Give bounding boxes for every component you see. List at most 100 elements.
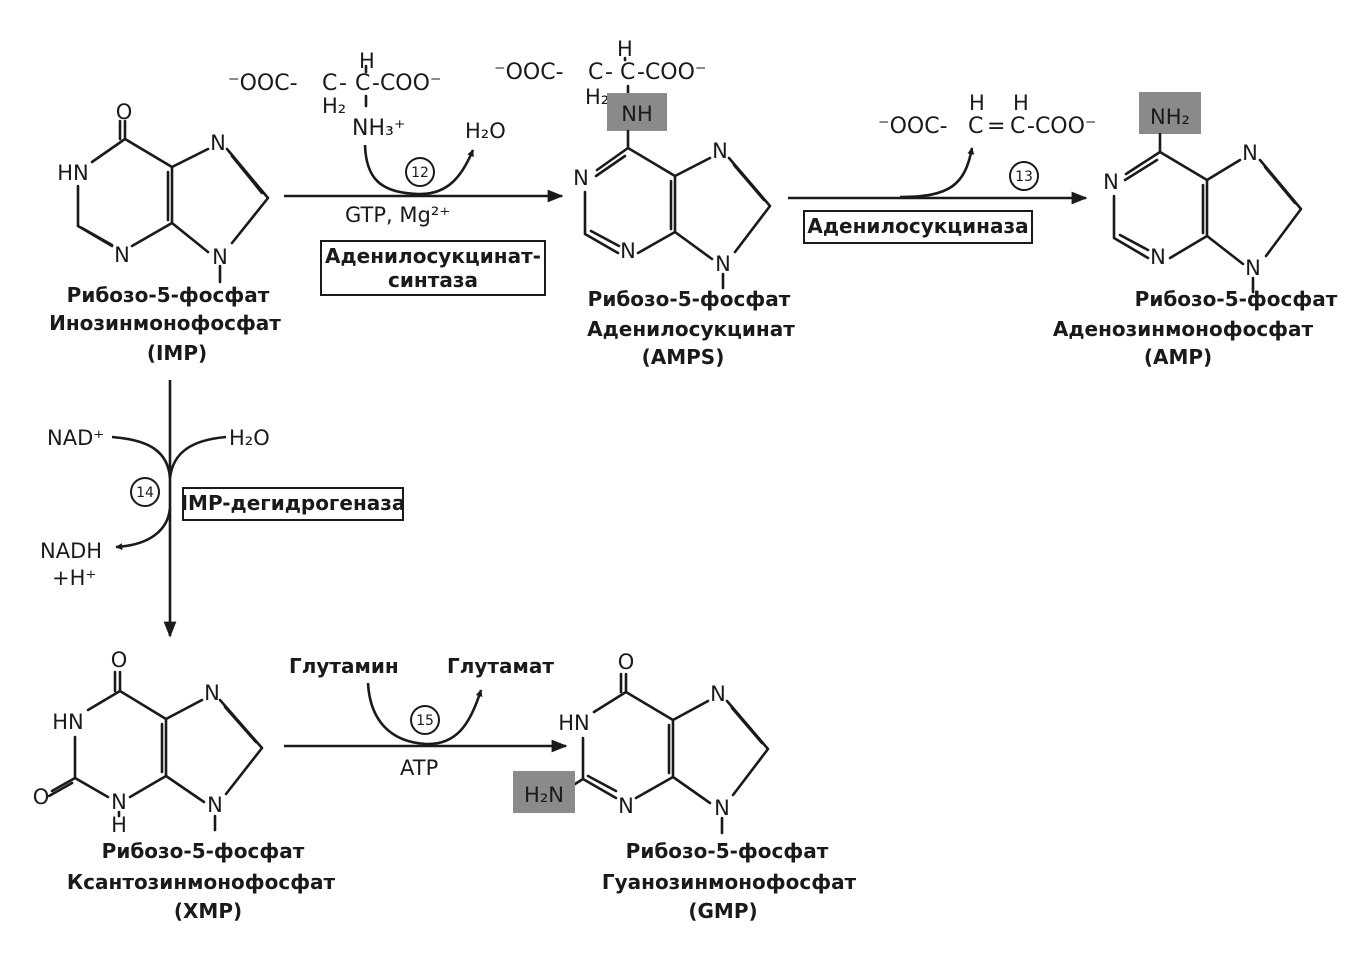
double-bond: = bbox=[987, 114, 1005, 139]
xmp-structure: O HN O N H N N bbox=[33, 648, 264, 837]
r14-step-circle bbox=[130, 477, 160, 507]
atom-n: N bbox=[210, 131, 226, 155]
r12-reactant: NH₃⁺ bbox=[352, 116, 405, 141]
atom-n: N bbox=[712, 139, 728, 163]
coo-group: -COO⁻ bbox=[1027, 114, 1097, 139]
gmp-ribose-label: Рибозо-5-фосфат bbox=[626, 839, 829, 863]
amps-name: Аденилосукцинат bbox=[587, 317, 795, 341]
amp-abbr: (AMP) bbox=[1144, 345, 1212, 369]
xmp-name: Ксантозинмонофосфат bbox=[67, 870, 336, 894]
atom-h: H bbox=[111, 813, 127, 837]
atom-n: N bbox=[1245, 256, 1261, 280]
aspartate-formula: ⁻OOC- C - C -COO⁻ H H₂ NH₃⁺ bbox=[228, 49, 442, 141]
amps-structure: ⁻OOC- C - C -COO⁻ H H₂ NH N N N N bbox=[494, 37, 772, 290]
r15-product: Глутамат bbox=[447, 654, 554, 678]
atom-n: N bbox=[618, 794, 634, 818]
atom-hn: HN bbox=[558, 711, 590, 735]
r14-product1: NADH bbox=[40, 539, 102, 563]
r13-step-number: 13 bbox=[1015, 169, 1033, 185]
atom-n: N bbox=[212, 245, 228, 269]
r13-enzyme: Аденилосукциназа bbox=[807, 214, 1028, 238]
atom-o: O bbox=[33, 785, 50, 809]
r12-enzyme-line2: синтаза bbox=[388, 268, 478, 292]
atom-n: N bbox=[714, 796, 730, 820]
atom-n: N bbox=[204, 681, 220, 705]
coo-group: -COO⁻ bbox=[372, 71, 442, 96]
r14-step-number: 14 bbox=[136, 485, 154, 501]
bond-dash: - bbox=[339, 71, 347, 96]
atom-o: O bbox=[618, 650, 635, 674]
atom-n: N bbox=[1103, 170, 1119, 194]
r13-step-circle bbox=[1009, 161, 1039, 191]
gmp-name: Гуанозинмонофосфат bbox=[602, 870, 857, 894]
r14-product2: +H⁺ bbox=[52, 566, 96, 590]
nh2-highlight bbox=[1139, 92, 1201, 134]
imp-name: Инозинмонофосфат bbox=[49, 311, 281, 335]
gmp-abbr: (GMP) bbox=[688, 899, 757, 923]
r15-step-circle bbox=[410, 705, 440, 735]
carbon: C bbox=[355, 71, 370, 96]
atom-h: H bbox=[617, 37, 633, 61]
r14-enzyme: IMP-дегидрогеназа bbox=[181, 491, 406, 515]
atom-h: H bbox=[969, 91, 985, 115]
amp-ribose-label: Рибозо-5-фосфат bbox=[1135, 287, 1338, 311]
imp-ribose-label: Рибозо-5-фосфат bbox=[67, 283, 270, 307]
amp-structure: NH₂ N N N N bbox=[1103, 92, 1303, 294]
atom-hn: HN bbox=[57, 161, 89, 185]
carbon: C bbox=[968, 114, 983, 139]
ooc-group: ⁻OOC- bbox=[878, 114, 948, 139]
atom-n: N bbox=[573, 166, 589, 190]
imp-structure: O HN N N N bbox=[57, 100, 270, 284]
atom-h2: H₂ bbox=[585, 85, 609, 109]
atom-n: N bbox=[1150, 245, 1166, 269]
h2n-highlight bbox=[513, 771, 575, 813]
carbon: C bbox=[322, 71, 337, 96]
atom-o: O bbox=[111, 648, 128, 672]
bond-dash: - bbox=[605, 60, 613, 85]
atom-nh2: NH₂ bbox=[1150, 105, 1190, 129]
nh-highlight bbox=[607, 93, 667, 131]
atom-h: H bbox=[359, 49, 375, 73]
amps-ribose-label: Рибозо-5-фосфат bbox=[588, 287, 791, 311]
r12-enzyme-box bbox=[320, 240, 546, 296]
r15-reactant: Глутамин bbox=[289, 654, 399, 678]
atom-n: N bbox=[111, 790, 127, 814]
atom-hn: HN bbox=[52, 710, 84, 734]
r12-cofactors: GTP, Mg²⁺ bbox=[345, 203, 450, 227]
amps-abbr: (AMPS) bbox=[642, 345, 725, 369]
gmp-structure: H₂N O HN N N N bbox=[513, 650, 770, 835]
xmp-ribose-label: Рибозо-5-фосфат bbox=[102, 839, 305, 863]
r14-reactant2: H₂O bbox=[229, 426, 270, 450]
ooc-group: ⁻OOC- bbox=[228, 71, 298, 96]
atom-o: O bbox=[116, 100, 133, 124]
carbon: C bbox=[620, 60, 635, 85]
r12-step-circle bbox=[405, 157, 435, 187]
atom-nh: NH bbox=[621, 102, 653, 126]
r14-reactant: NAD⁺ bbox=[47, 426, 104, 450]
r13-enzyme-box bbox=[803, 210, 1033, 244]
atom-h2: H₂ bbox=[322, 94, 346, 118]
atom-n: N bbox=[114, 243, 130, 267]
ooc-group: ⁻OOC- bbox=[494, 60, 564, 85]
atom-n: N bbox=[710, 682, 726, 706]
r12-product: H₂O bbox=[465, 119, 506, 143]
atom-n: N bbox=[620, 239, 636, 263]
r12-enzyme-line1: Аденилосукцинат- bbox=[325, 244, 541, 268]
r15-cofactor: ATP bbox=[400, 756, 438, 780]
atom-h: H bbox=[1013, 91, 1029, 115]
coo-group: -COO⁻ bbox=[637, 60, 707, 85]
atom-h2n: H₂N bbox=[524, 783, 564, 807]
fumarate-formula: ⁻OOC- C = C -COO⁻ H H bbox=[878, 91, 1097, 139]
atom-n: N bbox=[207, 793, 223, 817]
imp-abbr: (IMP) bbox=[147, 341, 207, 365]
atom-n: N bbox=[715, 252, 731, 276]
r14-enzyme-box bbox=[182, 487, 404, 521]
r15-step-number: 15 bbox=[416, 713, 434, 729]
r12-step-number: 12 bbox=[411, 165, 429, 181]
xmp-abbr: (XMP) bbox=[174, 899, 242, 923]
carbon: C bbox=[588, 60, 603, 85]
carbon: C bbox=[1010, 114, 1025, 139]
atom-n: N bbox=[1242, 141, 1258, 165]
amp-name: Аденозинмонофосфат bbox=[1053, 317, 1314, 341]
